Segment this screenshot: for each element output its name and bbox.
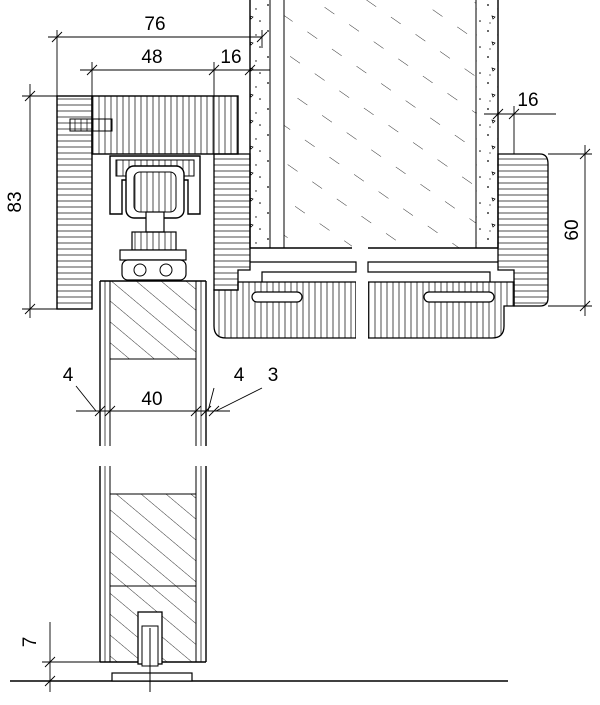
- floor-guide: [10, 628, 508, 692]
- door-leaf: [99, 280, 207, 667]
- dim-7: 7: [20, 637, 41, 648]
- dimension-lines: [22, 30, 592, 692]
- roller-carriage: [119, 165, 187, 281]
- dim-48: 48: [141, 47, 162, 68]
- dim-60: 60: [562, 219, 583, 240]
- dim-76: 76: [144, 14, 165, 35]
- dim-4-left: 4: [63, 365, 74, 386]
- dim-16-top: 16: [220, 47, 241, 68]
- casing-frame: [213, 153, 549, 342]
- dim-83: 83: [5, 191, 26, 212]
- wall-section: [249, 0, 499, 254]
- ceiling-timber: [91, 95, 239, 155]
- fascia-panel: [56, 95, 113, 310]
- dim-4-right: 4: [234, 365, 245, 386]
- dim-3: 3: [268, 365, 279, 386]
- dim-16-wall: 16: [517, 90, 538, 111]
- dim-40: 40: [141, 389, 162, 410]
